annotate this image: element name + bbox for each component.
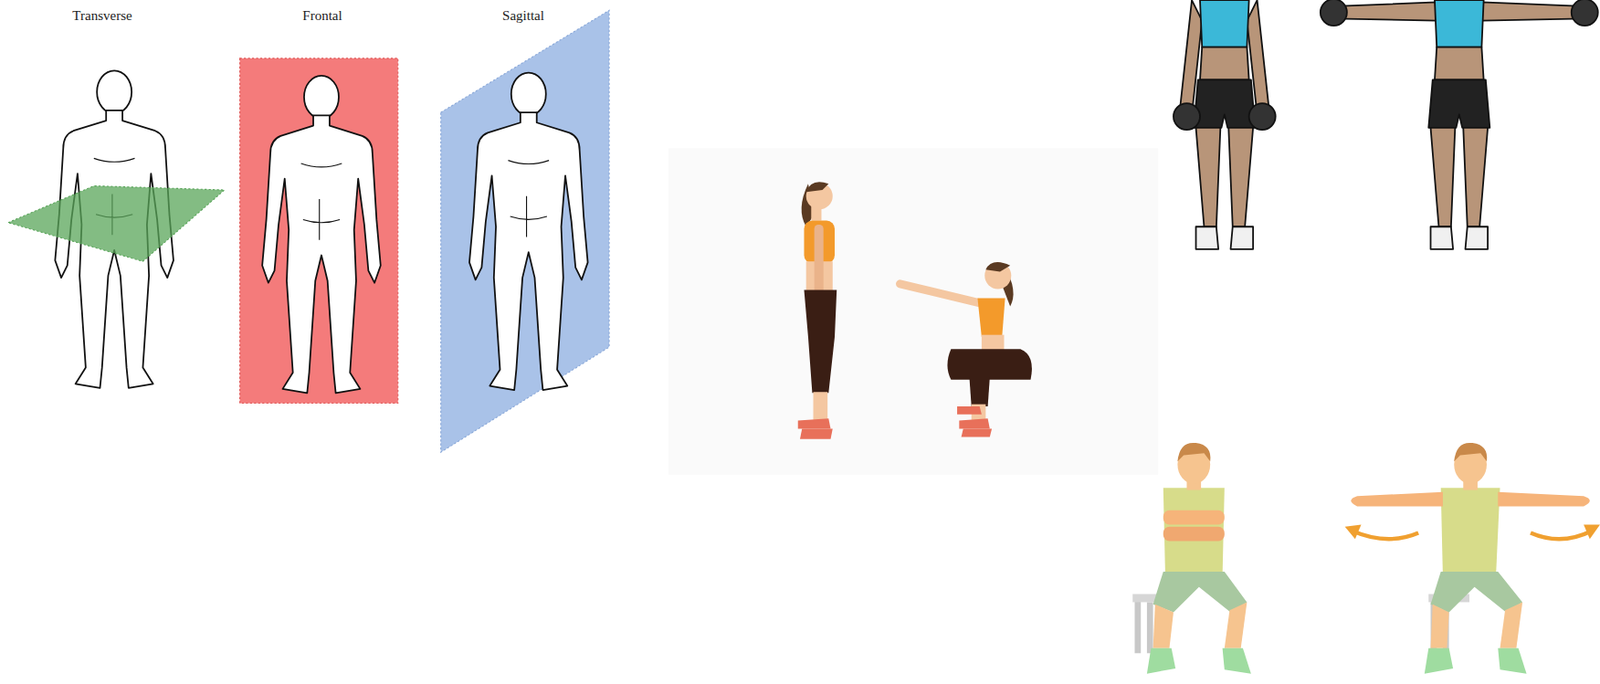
lateral-raise-illustration [1463, 127, 1488, 227]
lateral-raise-illustration [1434, 0, 1485, 47]
transverse-figure [8, 186, 225, 263]
seated-rotation-illustration [1350, 492, 1443, 507]
lateral-raise-illustration [1193, 79, 1255, 128]
seated-rotation-illustration [1147, 601, 1154, 653]
squat-illustration [668, 147, 1158, 475]
squat-illustration [961, 428, 993, 437]
seated-rotation-illustration [1583, 525, 1600, 540]
seated-rotation-illustration [1530, 530, 1592, 539]
lateral-raise-illustration [1428, 79, 1490, 128]
seated-rotation-illustration [1177, 442, 1211, 462]
squat-illustration [798, 418, 832, 429]
lateral-raise-illustration [1320, 0, 1348, 26]
squat-illustration [814, 224, 824, 296]
plane-label: Frontal [302, 8, 342, 24]
lateral-raise-illustration [1334, 1, 1437, 21]
lateral-raise-illustration [1571, 0, 1599, 26]
seated-rotation-illustration [1441, 487, 1501, 577]
seated-rotation-illustration [1132, 442, 1600, 674]
sagittal-figure [441, 10, 610, 453]
lateral-raise-illustration [1196, 226, 1220, 250]
lateral-raise-illustration [1249, 103, 1276, 130]
sagittal-figure [469, 73, 589, 390]
plane-label: Transverse [72, 8, 132, 24]
seated-rotation-illustration [1497, 492, 1590, 507]
squat-illustration [968, 378, 990, 407]
sagittal-figure [441, 10, 610, 453]
lateral-raise-illustration [1431, 226, 1454, 250]
seated-rotation-illustration [1163, 487, 1225, 577]
seated-rotation-illustration [1351, 530, 1419, 539]
frontal-figure [240, 58, 399, 404]
lateral-raise-illustration [1231, 226, 1254, 250]
squat-illustration [985, 262, 1011, 272]
seated-rotation-illustration [1163, 510, 1225, 526]
squat-illustration [800, 428, 833, 439]
seated-rotation-illustration [1497, 648, 1527, 674]
lateral-raise-illustration [1434, 47, 1485, 81]
seated-rotation-illustration [1424, 648, 1453, 674]
seated-rotation-illustration [1453, 442, 1487, 462]
seated-rotation-illustration [1153, 571, 1248, 613]
lateral-raise-illustration [1200, 47, 1250, 81]
seated-rotation-illustration [1345, 525, 1362, 540]
lateral-raise-illustration [1228, 127, 1253, 227]
seated-rotation-illustration [1134, 597, 1141, 653]
squat-illustration [984, 262, 1011, 289]
squat-illustration [806, 182, 833, 210]
squat-illustration [803, 290, 837, 394]
squat-illustration [813, 391, 829, 421]
lateral-raise-illustration [1173, 103, 1200, 130]
lateral-raise-illustration [1196, 127, 1222, 227]
lateral-raise-illustration [1173, 0, 1599, 250]
squat-illustration [977, 297, 1005, 337]
lateral-raise-illustration [1465, 226, 1489, 250]
seated-rotation-illustration [1163, 526, 1225, 542]
lateral-raise-illustration [1481, 1, 1584, 21]
plane-label: Sagittal [502, 8, 545, 24]
squat-illustration [806, 181, 830, 192]
frontal-figure [262, 75, 381, 393]
squat-illustration [958, 418, 990, 429]
seated-rotation-illustration [1431, 604, 1450, 649]
frontal-figure [240, 58, 399, 404]
squat-illustration [947, 348, 1032, 380]
squat-illustration [981, 335, 1005, 352]
seated-rotation-illustration [1431, 571, 1524, 613]
squat-illustration [957, 406, 982, 415]
seated-rotation-illustration [1222, 648, 1252, 674]
lateral-raise-illustration [1200, 0, 1250, 47]
seated-rotation-illustration [1147, 648, 1176, 674]
squat-illustration [668, 147, 1158, 475]
seated-rotation-illustration [1500, 601, 1524, 648]
seated-rotation-illustration [1153, 604, 1174, 649]
transverse-figure [8, 70, 225, 388]
squat-illustration [900, 284, 986, 305]
seated-rotation-illustration [1224, 601, 1248, 648]
lateral-raise-illustration [1431, 127, 1456, 227]
